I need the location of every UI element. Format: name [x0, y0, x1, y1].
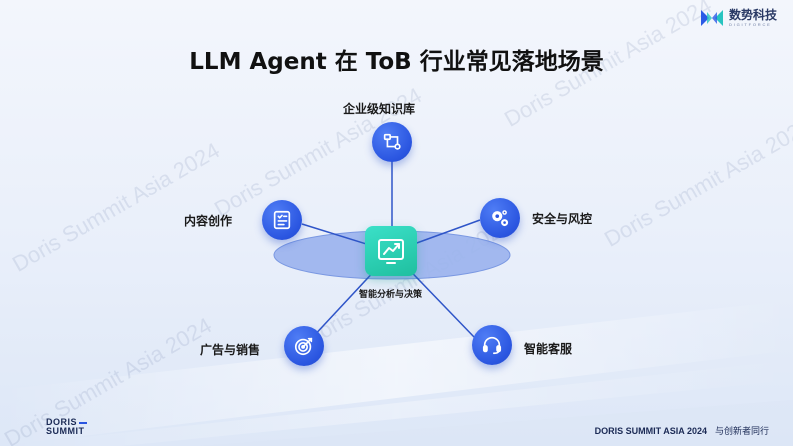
smart-service-node[interactable]	[472, 325, 512, 365]
knowledge-base-label: 企业级知识库	[343, 102, 416, 116]
smart-analysis-label: 智能分析与决策	[359, 290, 423, 300]
brand-logo: 数势科技 DIGITFORCE	[699, 8, 777, 28]
page-title: LLM Agent 在 ToB 行业常见落地场景	[189, 49, 604, 75]
brand-name: 数势科技	[728, 8, 777, 22]
knowledge-base-node[interactable]	[372, 122, 412, 162]
footer-event-name: DORIS SUMMIT ASIA 2024	[594, 426, 707, 436]
target-icon	[294, 337, 313, 356]
footer-logo-bar	[79, 421, 88, 424]
smart-service-label: 智能客服	[524, 342, 573, 356]
footer-slogan: 与创新者同行	[714, 427, 769, 437]
headset-icon	[482, 336, 502, 355]
ads-sales-node[interactable]	[284, 326, 324, 366]
footer-logo-line1: DORIS	[46, 417, 78, 427]
trend-chart-icon	[378, 239, 404, 264]
document-list-icon	[273, 210, 291, 230]
content-creation-node[interactable]	[262, 200, 302, 240]
brand-name-en: DIGITFORCE	[728, 22, 772, 27]
footer-logo-line2: SUMMIT	[46, 426, 85, 436]
footer-logo: DORIS SUMMIT	[46, 417, 88, 436]
content-creation-label: 内容创作	[184, 214, 233, 228]
gears-icon	[492, 210, 509, 227]
smart-analysis-node[interactable]	[365, 226, 417, 276]
flow-chart-icon	[383, 133, 401, 150]
security-risk-node[interactable]	[480, 198, 520, 238]
footer-tagline: DORIS SUMMIT ASIA 2024 与创新者同行	[595, 424, 769, 437]
security-risk-label: 安全与风控	[532, 212, 593, 226]
ads-sales-label: 广告与销售	[200, 343, 261, 357]
brand-logo-icon	[700, 10, 723, 26]
